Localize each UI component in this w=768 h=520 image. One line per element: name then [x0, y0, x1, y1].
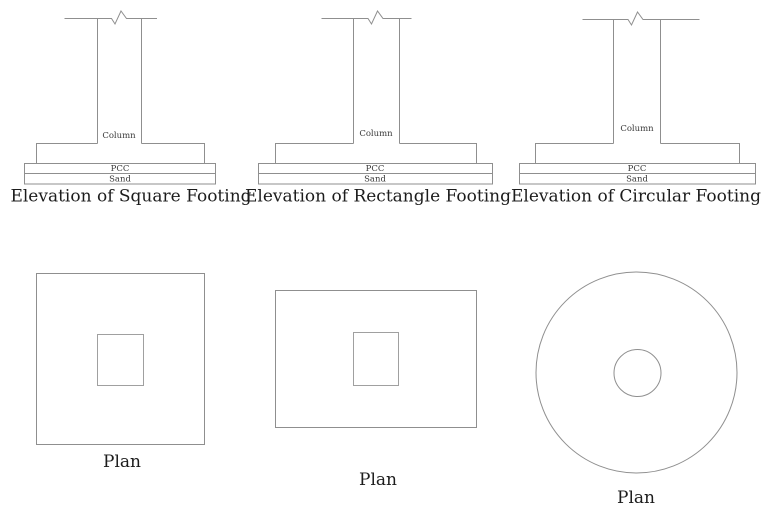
elevation-caption: Elevation of Square Footing [10, 187, 251, 207]
pcc-label: PCC [111, 164, 130, 174]
plan-caption: Plan [617, 488, 655, 508]
column-label: Column [102, 131, 136, 141]
plan-caption: Plan [103, 452, 141, 472]
sand-label: Sand [364, 175, 386, 185]
footing-outline [36, 143, 205, 164]
footing-plan-outline [36, 273, 205, 445]
footing-outline [535, 143, 740, 164]
footing-plan-outline [535, 271, 738, 474]
column-edges [97, 18, 142, 144]
elevation-caption: Elevation of Rectangle Footing [245, 187, 511, 207]
sand-layer [258, 173, 493, 185]
column-edges [353, 18, 400, 144]
footing-plan-outline [275, 290, 477, 428]
pcc-label: PCC [628, 164, 647, 174]
circular-footing-plan: Plan [535, 271, 738, 508]
column-plan-outline [97, 334, 144, 386]
square-footing-elevation: Column PCC Sand Elevation of Square Foot… [10, 10, 252, 207]
rectangle-footing-plan: Plan [275, 290, 477, 490]
sand-layer [519, 173, 756, 185]
column-plan-outline [353, 332, 399, 386]
ground-break-line [64, 10, 157, 26]
column-plan-outline [613, 349, 662, 397]
footing-outline [275, 143, 477, 164]
pcc-label: PCC [366, 164, 385, 174]
square-footing-plan: Plan [36, 273, 205, 472]
sand-layer [24, 173, 216, 185]
column-edges [613, 19, 661, 144]
sand-label: Sand [626, 175, 648, 185]
rectangle-footing-elevation: Column PCC Sand Elevation of Rectangle F… [245, 10, 511, 207]
ground-break-line [321, 10, 412, 26]
column-label: Column [359, 129, 393, 139]
ground-break-line [582, 11, 700, 27]
circular-footing-elevation: Column PCC Sand Elevation of Circular Fo… [511, 11, 761, 207]
plan-caption: Plan [359, 470, 397, 490]
column-label: Column [620, 124, 654, 134]
elevation-caption: Elevation of Circular Footing [511, 187, 761, 207]
sand-label: Sand [109, 175, 131, 185]
